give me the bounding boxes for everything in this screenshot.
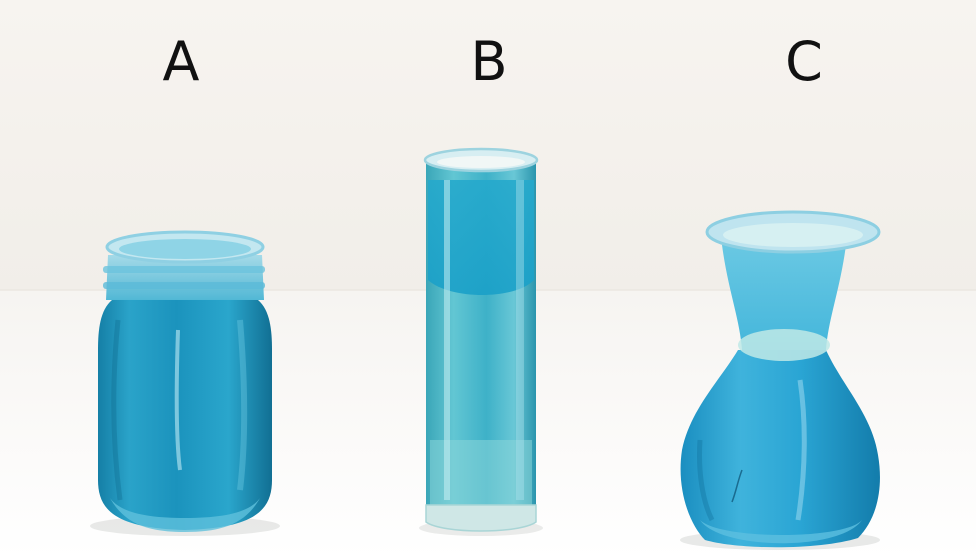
label-c: C: [785, 30, 823, 93]
vase-c-base: [700, 520, 862, 544]
vase-c-crack: [731, 469, 743, 503]
jar-a-base: [110, 498, 260, 532]
jar-a-highlight: [111, 319, 123, 501]
vase-c-highlight: [795, 379, 807, 521]
jar-a-highlight: [174, 329, 182, 471]
vase-c-bulb: [680, 350, 880, 548]
label-b: B: [470, 30, 508, 93]
cylinder-b-highlight: [444, 180, 450, 500]
cylinder-b-opening: [437, 156, 525, 168]
vase-c-neck: [722, 245, 846, 350]
vase-c-meniscus: [738, 329, 830, 361]
vase-c-highlight: [697, 439, 715, 522]
cylinder-b-base: [425, 504, 537, 532]
label-a: A: [162, 30, 200, 93]
cylinder-b-upper-liquid: [428, 180, 534, 295]
jar-a-highlight: [237, 319, 248, 491]
cylinder-b-highlight: [516, 180, 524, 500]
jar-a-thread: [103, 266, 265, 273]
jar-a-thread: [103, 282, 265, 289]
vase-c-opening: [723, 223, 863, 247]
jar-a-body: [98, 300, 272, 530]
jar-a-opening: [119, 239, 251, 259]
